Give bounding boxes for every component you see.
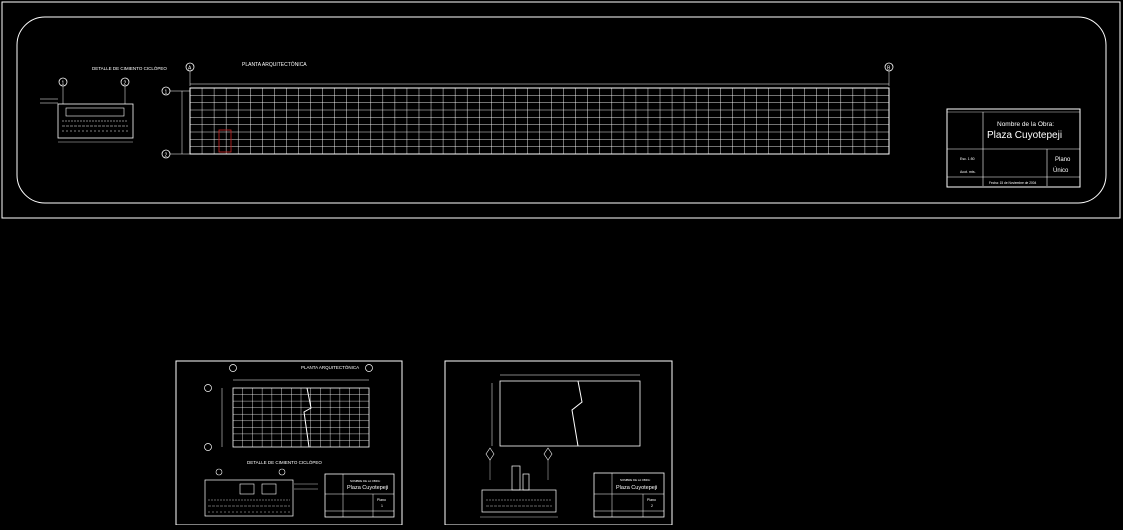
thumb-1-axis-1	[204, 384, 212, 392]
scale-label: Esc. 1:50	[960, 157, 975, 161]
foundation-detail: DETALLE DE CIMIENTO CICLÓPEO 1 2	[40, 65, 167, 143]
foundation-detail-title: DETALLE DE CIMIENTO CICLÓPEO	[92, 65, 167, 71]
units-label: Acot. mts.	[960, 170, 976, 174]
plan-value: Único	[1053, 167, 1069, 174]
thumb-2-plan-value: 2	[651, 504, 653, 508]
axis-b-marker-label: B	[887, 66, 891, 72]
thumb-1-detail-axis-1	[215, 468, 223, 476]
thumbnail-sheet-2: NOMBRE DE LA OBRA: Plaza Cuyotepeji Plan…	[444, 360, 673, 526]
thumb-1-grid	[233, 388, 369, 447]
title-block-frame	[946, 108, 1081, 188]
thumb-1-work-label: NOMBRE DE LA OBRA:	[350, 479, 381, 483]
thumb-2-break-line	[571, 380, 583, 447]
foundation-wall	[65, 107, 125, 117]
plaza-grid	[190, 88, 889, 154]
thumb-1-work-name: Plaza Cuyotepeji	[347, 485, 388, 491]
floor-plan: PLANTA ARQUITECTÓNICA A B 1 2	[161, 61, 894, 159]
thumb-1-title-block	[324, 473, 395, 518]
axis-a-marker-label: A	[188, 66, 192, 72]
thumb-1-detail-wall	[261, 483, 277, 495]
thumb-1-detail-axis-2	[278, 468, 286, 476]
thumb-2-plan-outline	[499, 380, 641, 447]
title-block: Nombre de la Obra: Plaza Cuyotepeji Esc.…	[946, 108, 1081, 188]
work-name: Plaza Cuyotepeji	[987, 130, 1062, 141]
thumb-1-plan-value: 1	[381, 504, 383, 508]
thumb-1-break-line	[303, 387, 312, 448]
thumb-2-column	[522, 473, 530, 491]
plan-label: Plano	[1055, 157, 1071, 163]
main-sheet: DETALLE DE CIMIENTO CICLÓPEO 1 2 PLANTA …	[1, 1, 1121, 219]
thumb-1-detail-wall	[239, 483, 255, 495]
floor-plan-title: PLANTA ARQUITECTÓNICA	[242, 61, 307, 68]
main-sheet-frame	[1, 1, 1121, 219]
thumb-1-axis-b	[365, 364, 373, 372]
thumb-1-detail-box	[204, 479, 294, 517]
thumbnail-1-frame	[175, 360, 403, 526]
thumb-1-plan-title: PLANTA ARQUITECTÓNICA	[301, 364, 359, 370]
axis-2-plan-marker-label: 2	[165, 153, 168, 159]
thumb-1-axis-2	[204, 443, 212, 451]
axis-2-marker-label: 2	[124, 81, 127, 87]
thumb-2-column	[511, 465, 521, 491]
date-text: Fecha: 15 de Noviembre de 2004	[989, 181, 1037, 185]
thumbnail-sheet-1: PLANTA ARQUITECTÓNICA DETALLE DE CIMIENT…	[175, 360, 403, 526]
thumb-2-work-name: Plaza Cuyotepeji	[616, 485, 657, 491]
thumb-2-work-label: NOMBRE DE LA OBRA:	[620, 478, 651, 482]
foundation-detail-box	[57, 103, 134, 139]
axis-1-marker-label: 1	[62, 81, 65, 87]
thumbnail-2-frame	[444, 360, 673, 526]
main-sheet-border	[16, 16, 1107, 204]
thumb-2-plan-label: Plano	[647, 498, 656, 502]
axis-1-plan-marker-label: 1	[165, 90, 168, 96]
thumb-1-axis-a	[229, 364, 237, 372]
highlighted-cell	[218, 129, 232, 153]
thumb-2-marker-a	[485, 447, 495, 461]
thumb-1-plan-label: Plano	[377, 498, 386, 502]
thumb-1-detail-title: DETALLE DE CIMIENTO CICLÓPEO	[247, 459, 322, 465]
thumb-2-title-block	[593, 472, 665, 518]
work-name-label: Nombre de la Obra:	[997, 121, 1054, 128]
thumb-2-marker-b	[543, 447, 553, 461]
thumb-2-section-base	[481, 489, 557, 513]
